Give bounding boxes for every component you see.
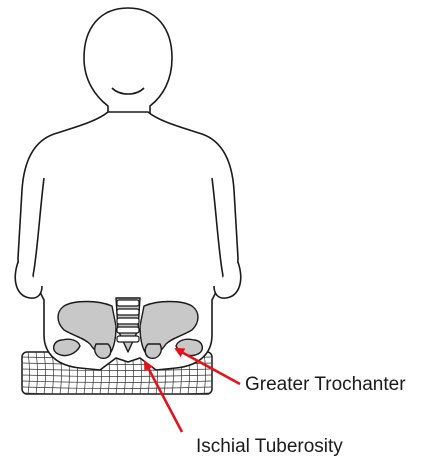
vertebra: [117, 327, 139, 333]
vertebra: [117, 318, 139, 324]
lumbar-spine: [117, 300, 139, 342]
head: [84, 8, 172, 118]
vertebra: [117, 300, 139, 306]
greater-trochanter-label: Greater Trochanter: [245, 375, 406, 394]
vertebra: [117, 336, 139, 342]
left-ischial-tuberosity: [95, 344, 111, 358]
ischial-tuberosity-label: Ischial Tuberosity: [196, 437, 343, 456]
right-ischial-tuberosity: [145, 344, 161, 358]
vertebra: [117, 309, 139, 315]
